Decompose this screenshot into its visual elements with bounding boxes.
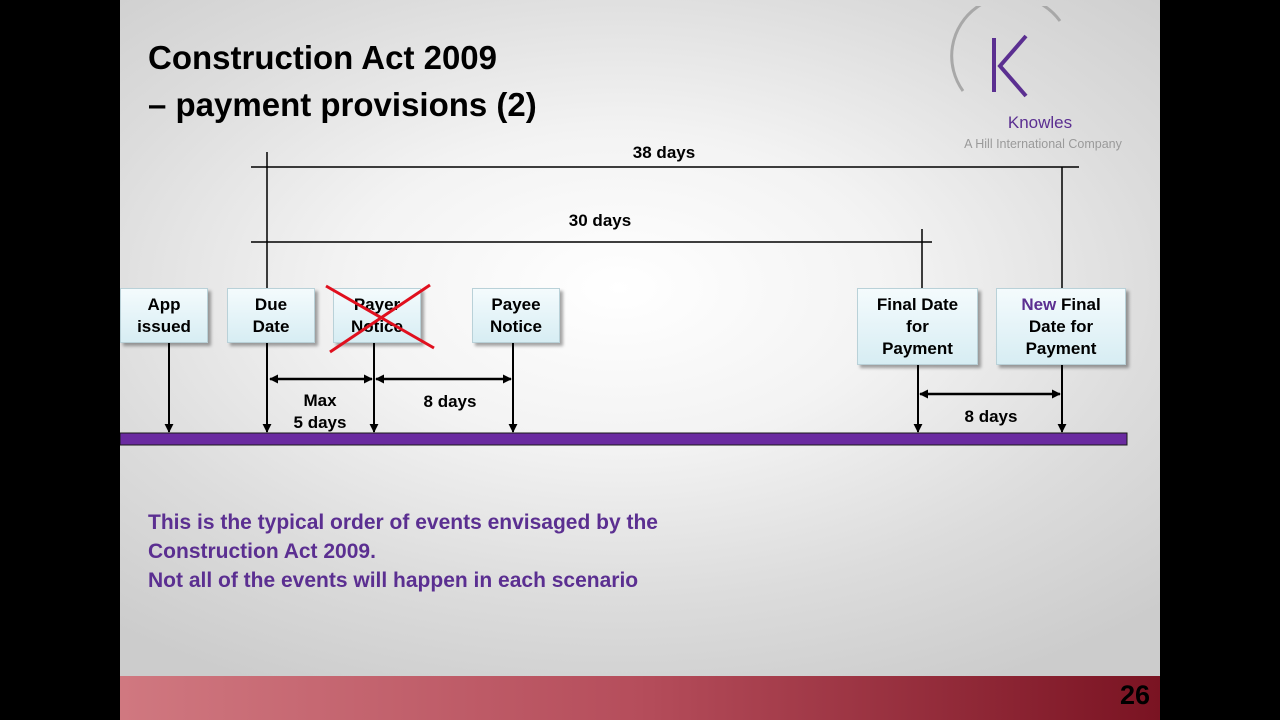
red-cross-icon — [325, 283, 435, 354]
slide-title: Construction Act 2009 – payment provisio… — [148, 34, 537, 128]
note-line-1: This is the typical order of events envi… — [148, 511, 658, 534]
due-date-line-2: Date — [252, 316, 290, 336]
final-date-line-2: for — [906, 316, 929, 336]
span-38-days-label: 38 days — [632, 143, 696, 162]
new-highlight: New — [1021, 294, 1057, 314]
note-line-2: Construction Act 2009. — [148, 540, 376, 563]
payee-notice-box: Payee Notice — [472, 288, 560, 343]
app-issued-box: App issued — [120, 288, 208, 343]
max-label-line-1: Max — [303, 391, 337, 410]
new-final-date-line-2: Date for — [1028, 316, 1094, 336]
payee-8-days-label: 8 days — [423, 392, 477, 411]
footer-bar: 26 — [120, 676, 1160, 720]
page-number: 26 — [1119, 680, 1150, 710]
final-8-days-label: 8 days — [964, 407, 1018, 426]
timeline-bar — [120, 432, 1128, 446]
title-line-2: – payment provisions (2) — [148, 86, 537, 123]
title-line-1: Construction Act 2009 — [148, 39, 498, 76]
new-final-date-line-1: New Final — [1021, 294, 1100, 316]
span-30-days-label: 30 days — [568, 211, 632, 230]
payee-notice-line-1: Payee — [491, 294, 541, 314]
max-5-days-label: Max 5 days — [280, 390, 360, 434]
explanatory-note: This is the typical order of events envi… — [148, 508, 848, 595]
app-issued-line-2: issued — [137, 316, 191, 336]
note-line-3: Not all of the events will happen in eac… — [148, 569, 639, 592]
final-date-line-1: Final Date — [876, 294, 959, 314]
slide: Construction Act 2009 – payment provisio… — [120, 0, 1160, 720]
max-label-line-2: 5 days — [293, 413, 347, 432]
due-date-box: Due Date — [227, 288, 315, 343]
logo-company-name: Knowles — [1007, 113, 1073, 132]
new-final-date-box: New Final Date for Payment — [996, 288, 1126, 365]
payee-notice-line-2: Notice — [490, 316, 542, 336]
app-issued-line-1: App — [147, 294, 181, 314]
final-date-line-3: Payment — [882, 338, 953, 358]
new-final-date-line-3: Payment — [1025, 338, 1097, 358]
due-date-line-1: Due — [254, 294, 288, 314]
logo-tagline: A Hill International Company — [964, 137, 1122, 151]
new-final-date-line-1-rest: Final — [1056, 294, 1101, 314]
final-date-box: Final Date for Payment — [857, 288, 978, 365]
timeline-diagram — [120, 152, 1128, 446]
